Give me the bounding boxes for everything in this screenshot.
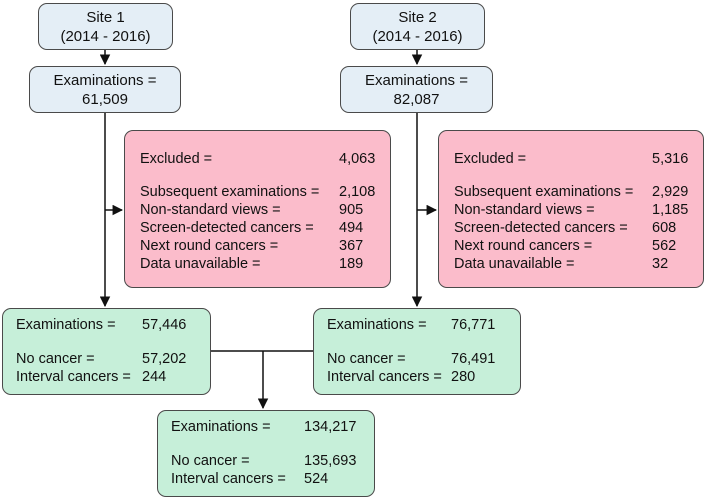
site1-subsequent-value: 2,108 (339, 184, 376, 200)
site1-exam-label: Examinations = (53, 71, 157, 89)
site1-result-exam-value: 57,446 (142, 317, 187, 333)
site2-subsequent-value: 2,929 (652, 184, 689, 200)
combined-exam-label: Examinations = (171, 419, 271, 435)
site2-excluded-label: Excluded = (454, 151, 527, 167)
combined-result-box: Examinations = 134,217 No cancer = 135,6… (157, 410, 375, 497)
site2-interval-value: 280 (451, 369, 476, 385)
site1-unavailable-label: Data unavailable = (140, 256, 261, 272)
site2-result-exam-label: Examinations = (327, 317, 427, 333)
site2-header-box: Site 2 (2014 - 2016) (350, 3, 485, 50)
site1-next-round-label: Next round cancers = (140, 238, 279, 254)
site2-next-round-value: 562 (652, 238, 677, 254)
site2-nocancer-value: 76,491 (451, 351, 496, 367)
site1-nocancer-value: 57,202 (142, 351, 187, 367)
site2-result-box: Examinations = 76,771 No cancer = 76,491… (313, 308, 521, 395)
site2-subsequent-label: Subsequent examinations = (454, 184, 634, 200)
site1-next-round-value: 367 (339, 238, 364, 254)
site1-nonstandard-value: 905 (339, 202, 364, 218)
site1-excluded-label: Excluded = (140, 151, 213, 167)
site1-interval-label: Interval cancers = (16, 369, 131, 385)
combined-exam-value: 134,217 (304, 419, 357, 435)
site1-result-exam-label: Examinations = (16, 317, 116, 333)
site1-screen-detected-value: 494 (339, 220, 364, 236)
site2-nocancer-label: No cancer = (327, 351, 406, 367)
site1-title: Site 1 (86, 8, 125, 26)
site2-screen-detected-value: 608 (652, 220, 677, 236)
site1-exam-box: Examinations = 61,509 (29, 66, 181, 113)
site2-nonstandard-label: Non-standard views = (454, 202, 595, 218)
combined-nocancer-label: No cancer = (171, 453, 250, 469)
site1-header-box: Site 1 (2014 - 2016) (38, 3, 173, 50)
site2-next-round-label: Next round cancers = (454, 238, 593, 254)
combined-interval-value: 524 (304, 471, 329, 487)
site1-subsequent-label: Subsequent examinations = (140, 184, 320, 200)
site2-unavailable-label: Data unavailable = (454, 256, 575, 272)
site2-exam-value: 82,087 (393, 90, 440, 108)
site1-period: (2014 - 2016) (60, 27, 151, 45)
site1-interval-value: 244 (142, 369, 167, 385)
combined-interval-label: Interval cancers = (171, 471, 286, 487)
site2-period: (2014 - 2016) (372, 27, 463, 45)
combined-nocancer-value: 135,693 (304, 453, 357, 469)
site2-interval-label: Interval cancers = (327, 369, 442, 385)
site2-exam-box: Examinations = 82,087 (340, 66, 493, 113)
site2-excluded-box: Excluded = 5,316 Subsequent examinations… (438, 130, 704, 288)
site2-unavailable-value: 32 (652, 256, 669, 272)
site2-title: Site 2 (398, 8, 437, 26)
site2-result-exam-value: 76,771 (451, 317, 496, 333)
site1-nonstandard-label: Non-standard views = (140, 202, 281, 218)
site2-exam-label: Examinations = (365, 71, 468, 89)
site2-screen-detected-label: Screen-detected cancers = (454, 220, 628, 236)
site1-nocancer-label: No cancer = (16, 351, 95, 367)
site2-nonstandard-value: 1,185 (652, 202, 689, 218)
site1-unavailable-value: 189 (339, 256, 364, 272)
site2-excluded-value: 5,316 (652, 151, 689, 167)
site1-exam-value: 61,509 (82, 90, 128, 108)
site1-result-box: Examinations = 57,446 No cancer = 57,202… (2, 308, 211, 395)
site1-excluded-value: 4,063 (339, 151, 376, 167)
site1-screen-detected-label: Screen-detected cancers = (140, 220, 314, 236)
site1-excluded-box: Excluded = 4,063 Subsequent examinations… (124, 130, 391, 288)
